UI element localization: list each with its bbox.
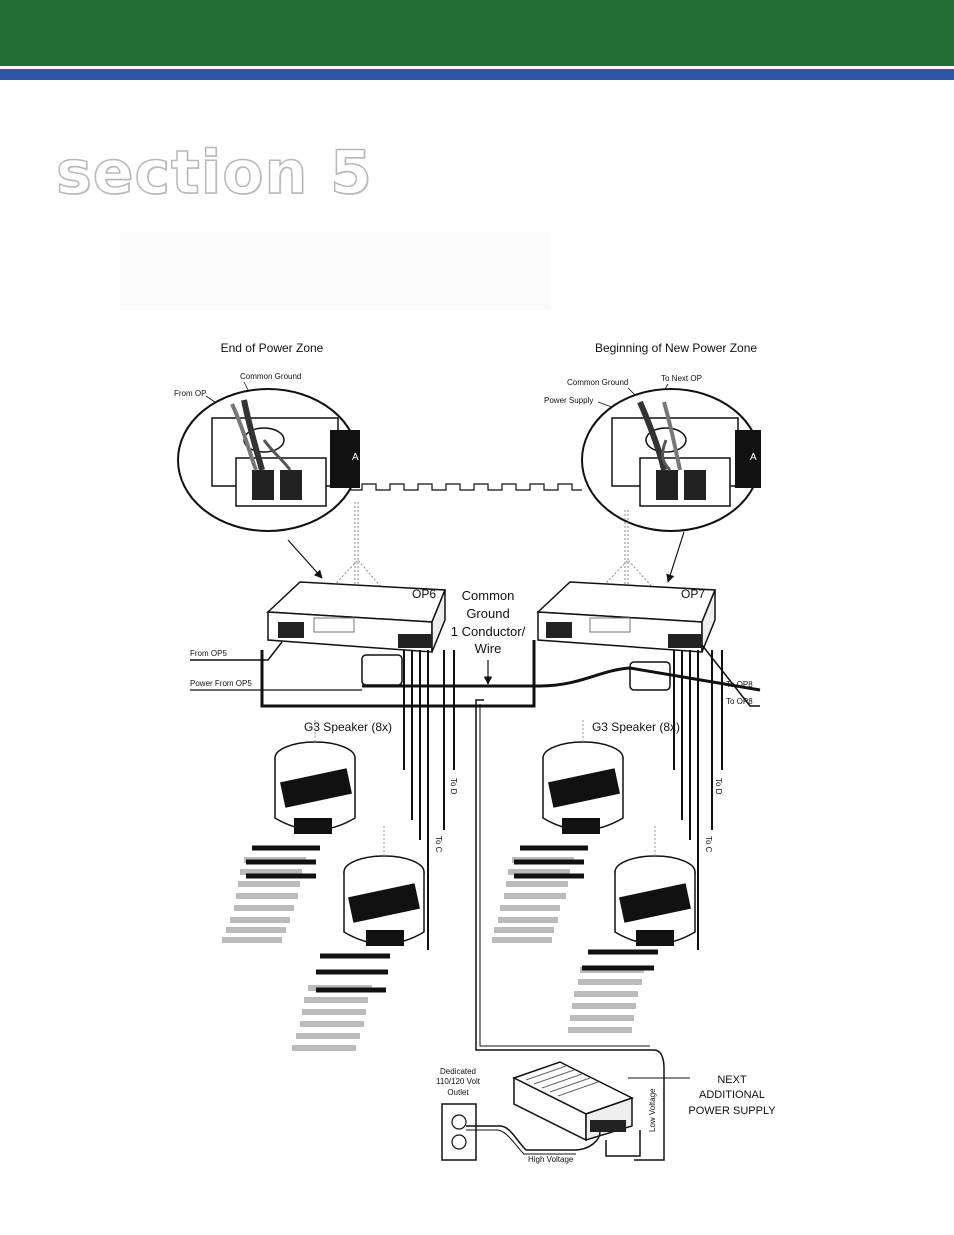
to-op8-label-b: To OP8: [726, 697, 753, 706]
detail-circle-right: A: [581, 388, 761, 532]
op7-label: OP7: [681, 587, 705, 601]
to-d-left: To D: [449, 778, 458, 795]
power-from-op5-label: Power From OP5: [190, 679, 252, 688]
speaker-label-left: G3 Speaker (8x): [304, 720, 392, 734]
svg-text:Outlet: Outlet: [447, 1088, 469, 1097]
svg-text:ADDITIONAL: ADDITIONAL: [699, 1089, 765, 1101]
svg-text:Ground: Ground: [466, 606, 509, 621]
faint-placeholder-box: [120, 232, 550, 310]
speaker-stack-left-lower: [292, 826, 425, 1051]
svg-text:Dedicated: Dedicated: [440, 1067, 476, 1076]
svg-text:Wire: Wire: [475, 641, 502, 656]
detail-circle-left: A: [177, 388, 360, 532]
svg-text:110/120 Volt: 110/120 Volt: [436, 1077, 481, 1086]
callout-common-ground-right: Common Ground: [567, 378, 628, 387]
speaker-stack-right-upper: [492, 718, 624, 943]
speaker-stack-left-upper: [222, 718, 356, 943]
op6-label: OP6: [412, 587, 436, 601]
wall-outlet: [441, 1103, 477, 1161]
svg-text:1 Conductor/: 1 Conductor/: [451, 624, 526, 639]
svg-text:POWER SUPPLY: POWER SUPPLY: [688, 1105, 776, 1117]
to-c-right: To C: [704, 836, 713, 853]
to-op8-label-a: To OP8: [726, 680, 753, 689]
section-title: section 5: [55, 137, 373, 209]
header-white-rule: [0, 66, 954, 69]
next-supply-label: NEXT ADDITIONAL POWER SUPPLY: [688, 1074, 776, 1117]
speaker-label-right: G3 Speaker (8x): [592, 720, 680, 734]
svg-text:A: A: [750, 452, 757, 463]
high-voltage-label: High Voltage: [528, 1155, 574, 1164]
outlet-label: Dedicated 110/120 Volt Outlet: [436, 1067, 481, 1097]
op6-box: [266, 581, 447, 686]
svg-text:A: A: [352, 452, 359, 463]
header-band: [0, 0, 954, 66]
begin-zone-title: Beginning of New Power Zone: [595, 341, 757, 355]
common-ground-label: Common Ground 1 Conductor/ Wire: [451, 588, 526, 656]
callout-to-next-op: To Next OP: [661, 374, 702, 383]
to-d-right: To D: [714, 778, 723, 795]
from-op5-label: From OP5: [190, 649, 227, 658]
svg-text:NEXT: NEXT: [717, 1074, 747, 1086]
low-voltage-label: Low Voltage: [648, 1088, 657, 1132]
end-zone-title: End of Power Zone: [221, 341, 324, 355]
to-c-left: To C: [434, 836, 443, 853]
power-supply-unit: [512, 1061, 634, 1142]
speaker-stack-right-lower: [568, 826, 696, 1033]
header-blue-rule: [0, 69, 954, 80]
callout-common-ground-left: Common Ground: [240, 372, 301, 381]
callout-from-op: From OP: [174, 389, 206, 398]
callout-power-supply: Power Supply: [544, 396, 593, 405]
svg-text:Common: Common: [462, 588, 515, 603]
